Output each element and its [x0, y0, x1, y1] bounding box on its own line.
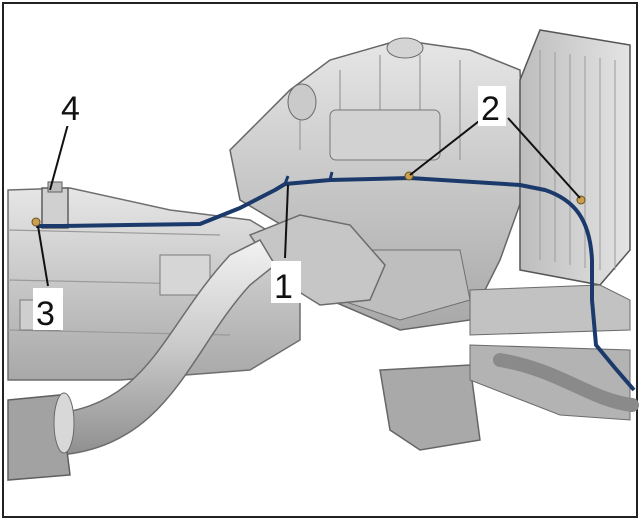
- callout-3: 3: [36, 295, 55, 333]
- label-box-4: [58, 86, 86, 126]
- pipe-flange: [53, 392, 75, 454]
- leader-3: [37, 225, 49, 287]
- leader-4: [49, 123, 69, 191]
- leader-2b: [507, 117, 581, 199]
- marker-point-3: [31, 217, 41, 227]
- radiator: [519, 29, 631, 286]
- label-box-2: [478, 86, 506, 126]
- callout-1: 1: [274, 268, 293, 306]
- oil-pan: [379, 364, 481, 451]
- bracket-part: [41, 181, 69, 229]
- label-box-3: [33, 288, 63, 330]
- leader-lines: [37, 117, 581, 287]
- line-path: [36, 176, 636, 392]
- label-box-1: [271, 261, 301, 303]
- callout-4: 4: [61, 90, 80, 128]
- callout-2: 2: [481, 90, 500, 128]
- engine-block: [229, 37, 526, 331]
- leader-1: [284, 184, 289, 259]
- line-clips: [283, 171, 334, 185]
- leader-2a: [409, 117, 484, 176]
